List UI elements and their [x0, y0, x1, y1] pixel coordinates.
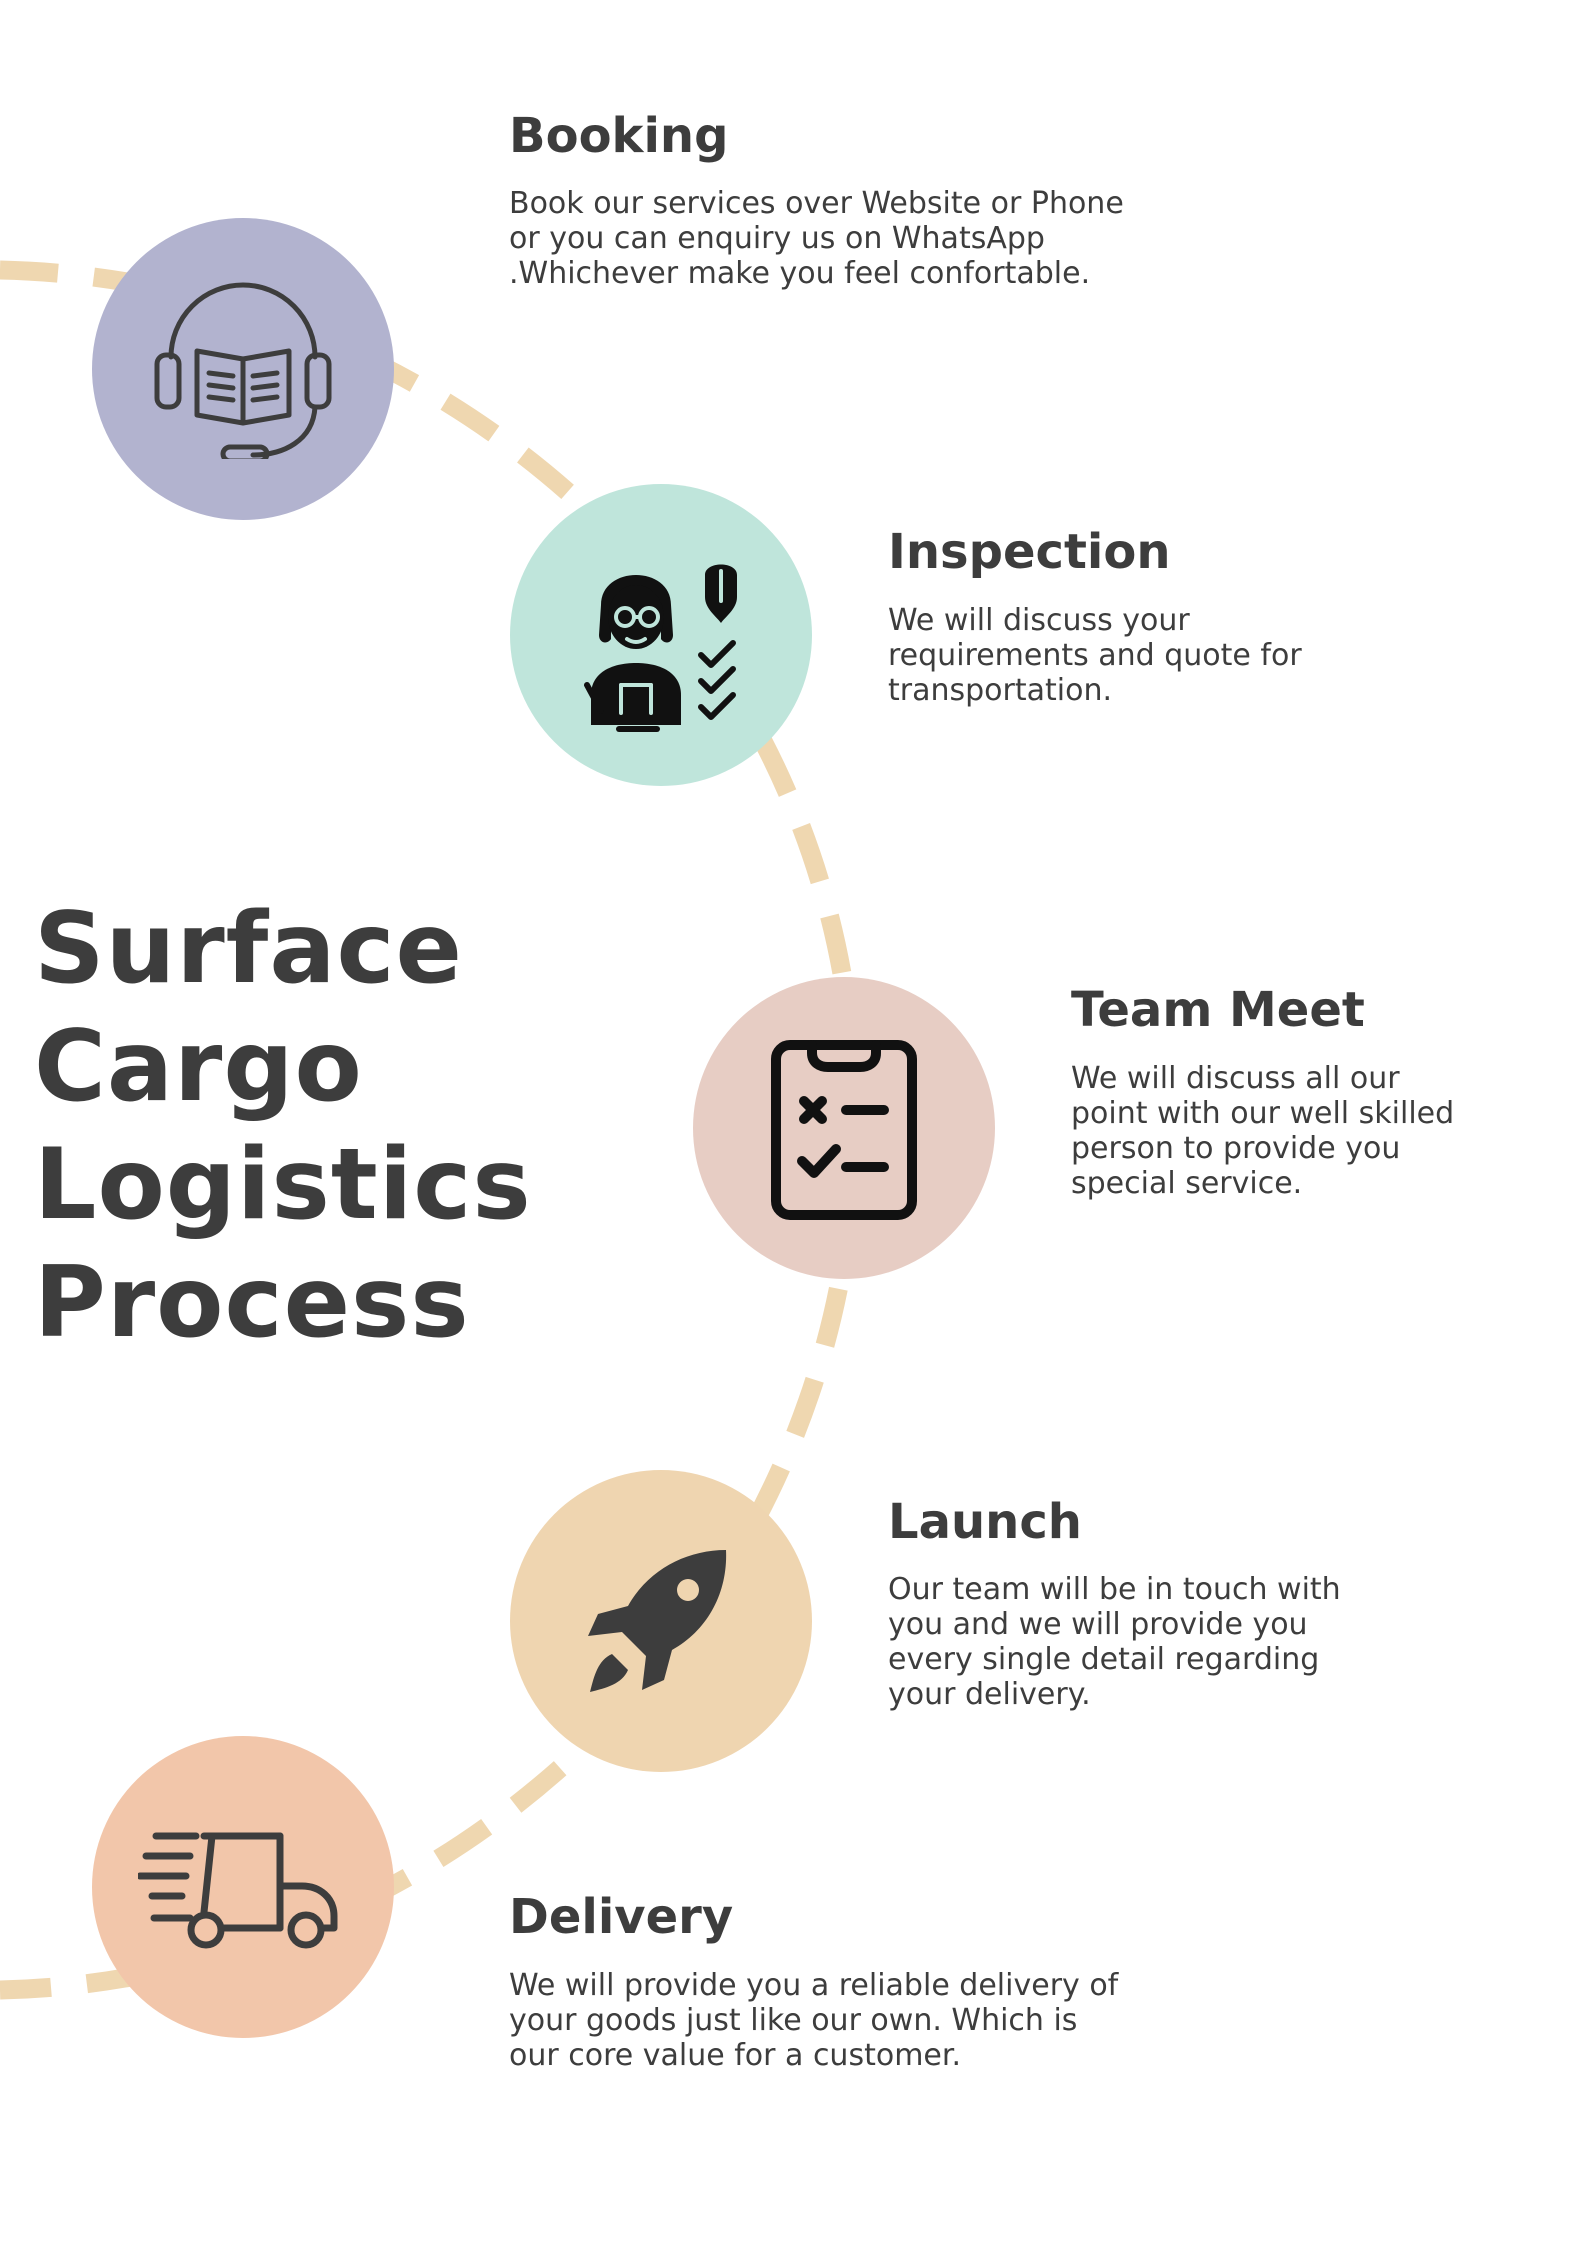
clipboard-checklist-icon: [771, 1040, 917, 1220]
inspection-circle: [510, 484, 812, 786]
customer-support-book-icon: [154, 282, 332, 459]
inspector-checklist-icon: [584, 564, 737, 732]
step-title-booking: Booking: [509, 108, 729, 164]
step-description-booking: Book our services over Website or Phone …: [509, 186, 1124, 291]
delivery-truck-icon: [138, 1832, 338, 1949]
step-description-launch: Our team will be in touch with you and w…: [888, 1572, 1341, 1712]
step-title-delivery: Delivery: [509, 1889, 734, 1945]
step-title-launch: Launch: [888, 1494, 1082, 1550]
step-description-team-meet: We will discuss all our point with our w…: [1071, 1061, 1455, 1201]
step-title-inspection: Inspection: [888, 524, 1171, 580]
page-title: Surface Cargo Logistics Process: [34, 892, 532, 1360]
launch-circle: [510, 1470, 812, 1772]
delivery-circle: [92, 1736, 394, 2038]
step-title-team-meet: Team Meet: [1071, 982, 1365, 1038]
step-description-inspection: We will discuss your requirements and qu…: [888, 603, 1302, 708]
rocket-icon: [588, 1550, 727, 1692]
step-description-delivery: We will provide you a reliable delivery …: [509, 1968, 1119, 2073]
booking-circle: [92, 218, 394, 520]
team-meet-circle: [693, 977, 995, 1279]
